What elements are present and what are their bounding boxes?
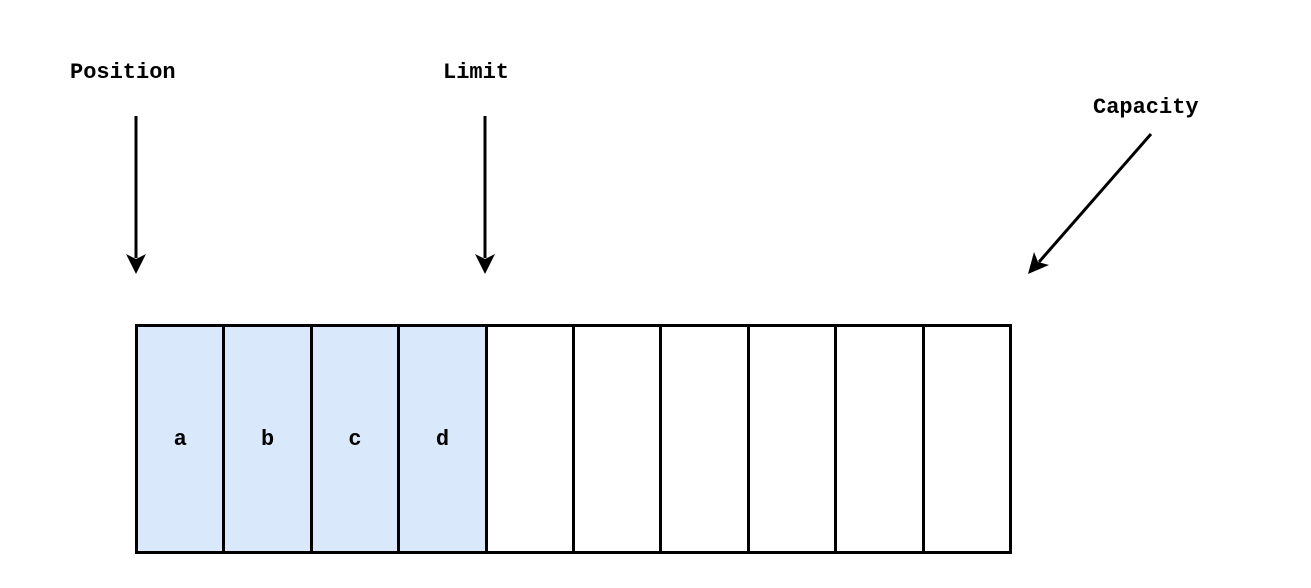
buffer-cell: c xyxy=(312,327,401,551)
capacity-label: Capacity xyxy=(1093,95,1199,120)
limit-label: Limit xyxy=(443,60,510,85)
position-arrow xyxy=(126,116,146,274)
buffer-cell xyxy=(749,327,838,551)
buffer-cell: a xyxy=(138,327,226,551)
buffer-cell: d xyxy=(400,327,488,551)
capacity-arrow xyxy=(1028,133,1153,274)
buffer-cell xyxy=(487,327,576,551)
buffer-cell xyxy=(662,327,750,551)
buffer-cell: b xyxy=(225,327,313,551)
buffer-cell xyxy=(924,327,1010,551)
position-label: Position xyxy=(70,60,176,85)
buffer-cell xyxy=(837,327,925,551)
limit-arrow xyxy=(475,116,495,274)
buffer-cell xyxy=(575,327,663,551)
